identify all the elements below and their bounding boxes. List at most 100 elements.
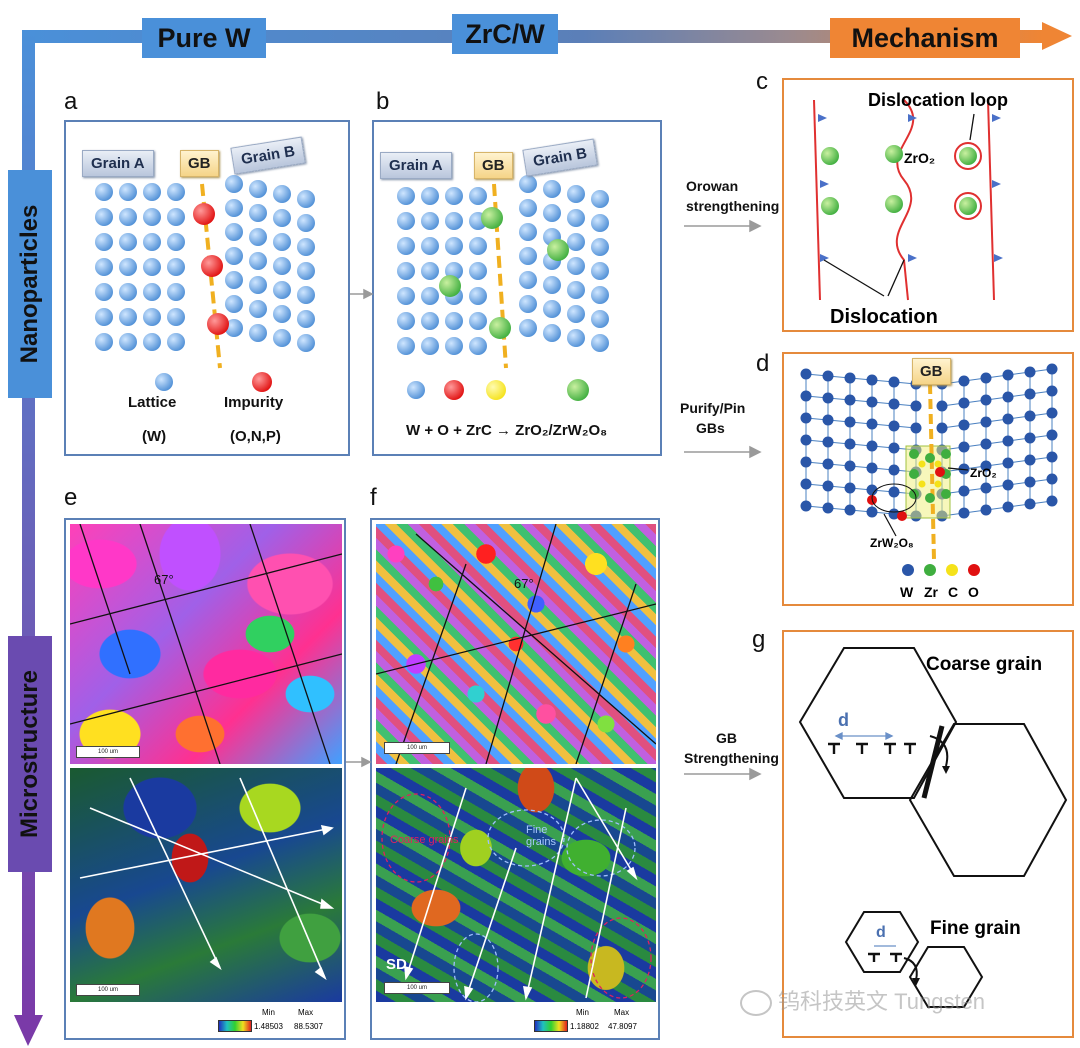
lattice-atom [225, 199, 243, 217]
dislocation-line-left [813, 99, 821, 301]
o-atom [935, 467, 945, 477]
c-atom [918, 460, 926, 468]
w-atom [980, 438, 992, 450]
panel-a: Grain A GB Grain B Lattice (W) Impurity … [64, 120, 350, 456]
sidebar-microstructure-label: Microstructure [8, 636, 52, 872]
w-atom [866, 418, 878, 430]
panel-g-fine-grain-label: Fine grain [930, 918, 1021, 939]
panel-b-equation: W + O + ZrC → ZrO₂/ZrW₂O₈ [406, 422, 608, 439]
wechat-icon [740, 990, 772, 1017]
lattice-atom [591, 286, 609, 304]
lattice-atom [397, 187, 415, 205]
lattice-atom [519, 319, 537, 337]
panel-d-legend-zr: Zr [924, 584, 938, 600]
lattice-atom [297, 262, 315, 280]
panel-b: Grain A GB Grain B W + O + ZrC → ZrO₂/Zr… [372, 120, 662, 456]
panel-e-max-value: 88.5307 [294, 1022, 323, 1031]
w-atom [888, 420, 900, 432]
w-atom [822, 436, 834, 448]
lattice-atom [567, 257, 585, 275]
zro2-particle [959, 147, 977, 165]
w-atom [980, 504, 992, 516]
panel-e-min-value: 1.48503 [254, 1022, 283, 1031]
panel-d-legend-c: C [948, 584, 959, 600]
zr-atom [909, 449, 919, 459]
lattice-atom [143, 208, 161, 226]
w-atom [888, 398, 900, 410]
lattice-atom [469, 187, 487, 205]
header-pure-w-label: Pure W [142, 18, 266, 58]
lattice-atom [421, 237, 439, 255]
panel-d-drawing [800, 363, 1058, 576]
panel-f-kam-overlay [381, 777, 652, 1002]
dislocation-loop [954, 142, 982, 170]
lattice-atom [567, 233, 585, 251]
coarse-grain-hexagon-right [908, 723, 1068, 877]
w-atom [936, 400, 948, 412]
lattice-atom [143, 183, 161, 201]
zro2-particle [821, 197, 839, 215]
lattice-atom [297, 238, 315, 256]
fine-grain-hexagon-right [908, 946, 984, 1008]
dislocation-line-right [987, 99, 995, 301]
lattice-atom [469, 237, 487, 255]
w-atom [866, 374, 878, 386]
panel-d-letter: d [756, 350, 770, 377]
lattice-atom [95, 258, 113, 276]
lattice-atom [273, 281, 291, 299]
lattice-atom [167, 183, 185, 201]
lattice-atom [297, 190, 315, 208]
sidebar-nanoparticles-label: Nanoparticles [8, 170, 52, 398]
w-atom [800, 478, 812, 490]
lattice-atom [143, 258, 161, 276]
panel-b-letter: b [376, 88, 390, 115]
dislocation-marker [818, 114, 827, 122]
panel-f-angle-label: 67° [514, 576, 534, 591]
lattice-atom [249, 324, 267, 342]
watermark: 钨科技英文 Tungsten [740, 984, 986, 1017]
lattice-atom [167, 308, 185, 326]
lattice-atom [519, 295, 537, 313]
lattice-atom [397, 337, 415, 355]
zr-atom [941, 449, 951, 459]
w-atom [866, 396, 878, 408]
lattice-atom [95, 183, 113, 201]
lattice-atom [421, 212, 439, 230]
zr-atom [925, 493, 935, 503]
lattice-atom [119, 208, 137, 226]
panel-f-ebsd-map: 67° 100 um [376, 524, 656, 764]
watermark-text: 钨科技英文 Tungsten [778, 989, 986, 1014]
lattice-atom [445, 337, 463, 355]
lattice-atom [167, 283, 185, 301]
lattice-atom [421, 287, 439, 305]
lattice-atom [567, 209, 585, 227]
lattice-atom [469, 287, 487, 305]
panel-d-zro2-label: ZrO₂ [970, 466, 997, 480]
zr-atom [909, 469, 919, 479]
w-atom [822, 458, 834, 470]
zr-atom [941, 489, 951, 499]
w-atom [1024, 498, 1036, 510]
lattice-atom [469, 312, 487, 330]
dislocation-pointer-line [823, 259, 885, 297]
panel-e-kam-arrows [79, 777, 335, 981]
legend-zr-atom [567, 379, 589, 401]
w-atom [958, 507, 970, 519]
panel-a-gb-label: GB [180, 150, 219, 177]
panel-e-kam-map: 100 um [70, 768, 342, 1002]
panel-c-dislocation-label: Dislocation [830, 306, 938, 328]
lattice-atom [249, 204, 267, 222]
lattice-atom [519, 223, 537, 241]
panel-f-scale-bottom: 100 um [384, 982, 450, 994]
dislocation-loop [954, 192, 982, 220]
lattice-atom [273, 329, 291, 347]
panel-a-lattice [95, 175, 315, 392]
lattice-atom [397, 237, 415, 255]
w-atom [800, 368, 812, 380]
panel-e-max-label: Max [298, 1008, 314, 1017]
header-zrc-w-label: ZrC/W [452, 14, 558, 54]
w-atom [1024, 454, 1036, 466]
c-atom [918, 480, 926, 488]
lattice-atom [273, 257, 291, 275]
lattice-atom [421, 312, 439, 330]
